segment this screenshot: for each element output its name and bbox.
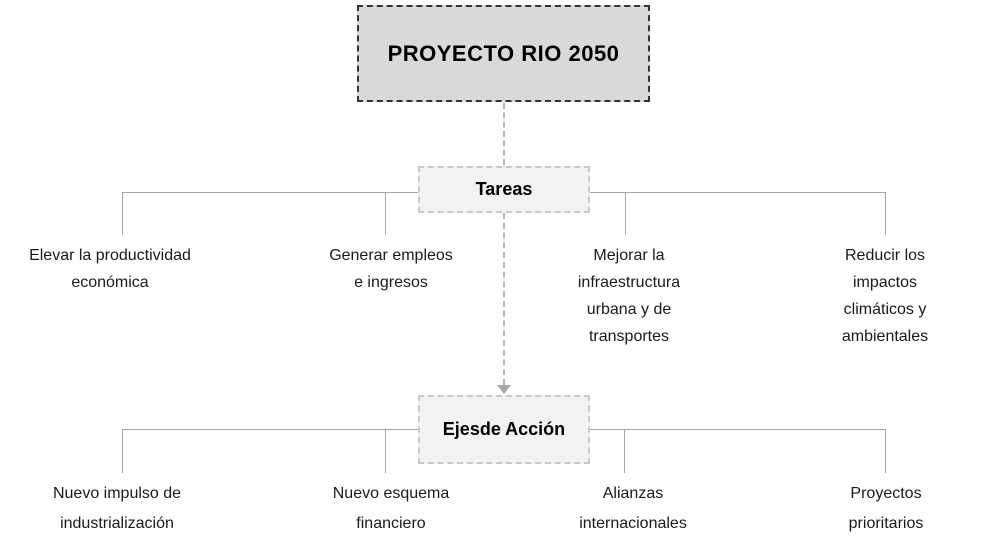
connector-root-to-tareas [503,103,505,165]
tarea-item-impactos: Reducir los impactos climáticos y ambien… [841,247,929,345]
connector-ejes-stub-2 [385,429,386,473]
arrow-down-icon [497,385,511,394]
connector-ejes-stub-3 [624,429,625,473]
tarea-item-empleos: Generar empleos e ingresos [329,247,453,291]
eje-item-esquema-financiero: Nuevo esquema financiero [332,485,450,532]
connector-tareas-stub-1 [122,192,123,235]
connector-tareas-to-ejes [503,213,505,385]
stage-node-tareas: Tareas [418,166,590,213]
connector-tareas-stub-4 [885,192,886,235]
eje-item-proyectos: Proyectos prioritarios [848,485,924,532]
connector-ejes-stub-4 [885,429,886,473]
eje-item-industrializacion: Nuevo impulso de industrialización [52,485,182,532]
root-node-proyecto-rio-2050: PROYECTO RIO 2050 [357,5,650,102]
connector-tareas-stub-2 [385,192,386,235]
connector-ejes-stub-1 [122,429,123,473]
eje-item-alianzas: Alianzas internacionales [579,485,687,532]
tarea-item-productividad: Elevar la productividad económica [29,247,191,291]
stage-node-ejes-de-accion: Ejesde Acción [418,395,590,464]
tarea-item-infraestructura: Mejorar la infraestructura urbana y de t… [577,247,681,345]
connector-tareas-stub-3 [625,192,626,235]
